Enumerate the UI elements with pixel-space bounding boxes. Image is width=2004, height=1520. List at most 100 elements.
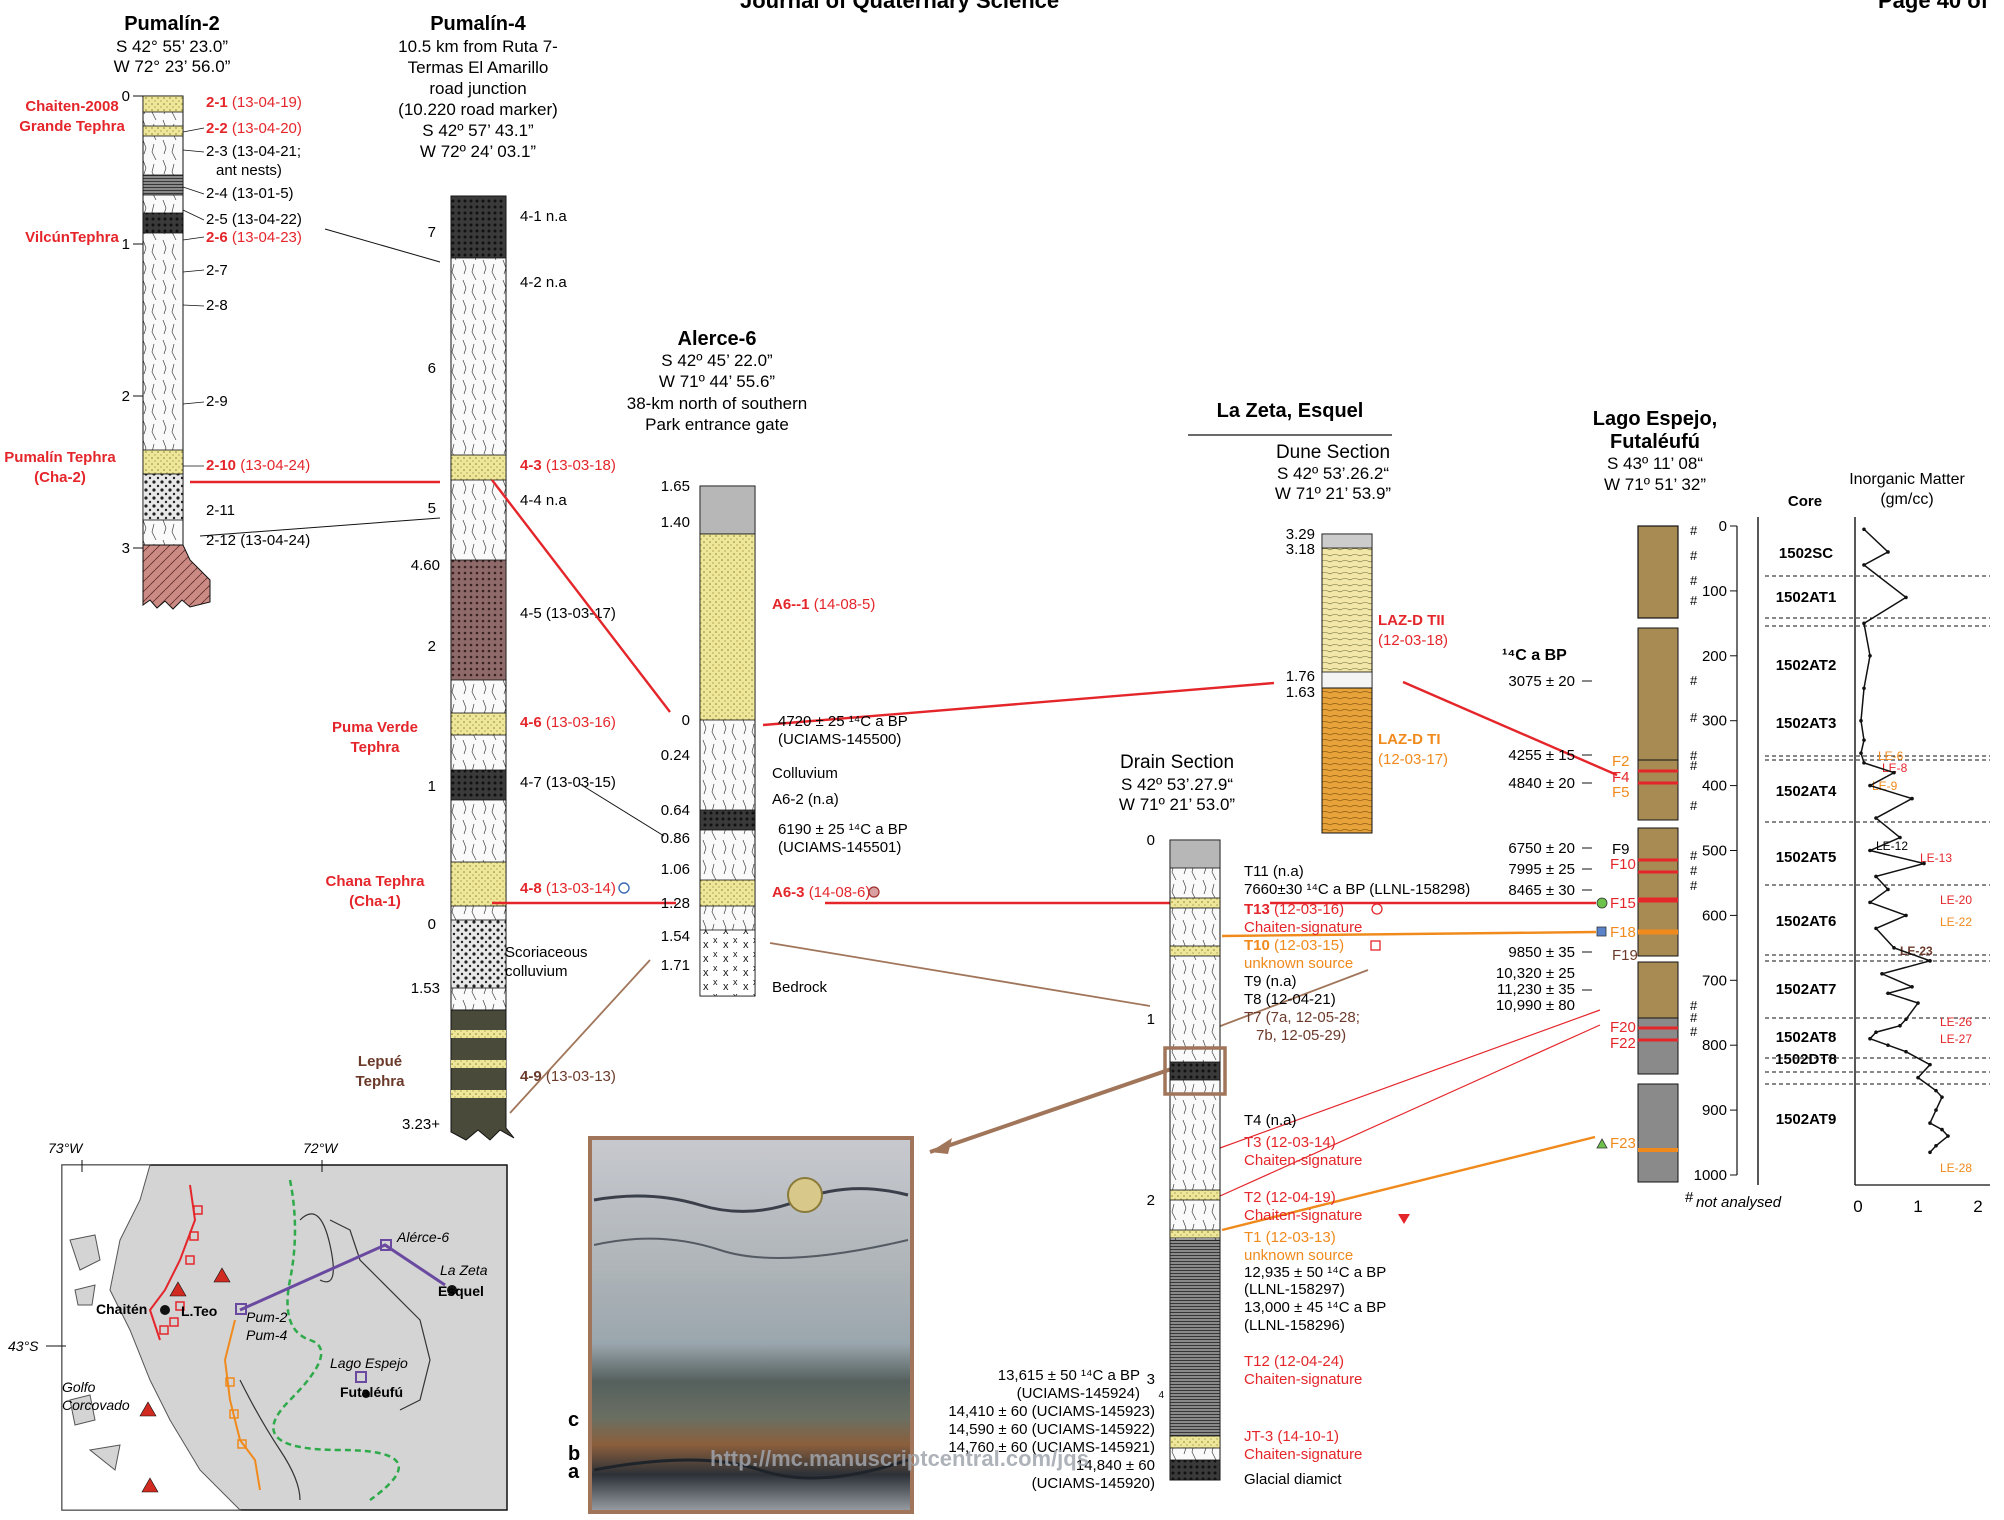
- alerce-depth-086: 0.86: [661, 830, 690, 847]
- inorganic-matter-point: [1910, 797, 1914, 801]
- t2-label: T2 (12-04-19): [1244, 1189, 1336, 1206]
- a6-3-date: (14-08-6): [809, 884, 871, 901]
- sample-2-5: 2-5 (13-04-22): [206, 211, 302, 228]
- drain-section-title: Drain Section: [1120, 752, 1234, 773]
- svg-text:T13 (12-03-16): T13 (12-03-16): [1244, 901, 1344, 918]
- f23-marker-icon: [1597, 1139, 1607, 1148]
- svg-text:2-1 (13-04-19): 2-1 (13-04-19): [206, 94, 302, 111]
- colluvium-label-alerce: Colluvium: [772, 765, 838, 782]
- inorganic-matter-point: [1946, 1134, 1950, 1138]
- sample-2-11: 2-11: [206, 502, 235, 519]
- hash-15: #: [1690, 1024, 1698, 1039]
- pum2-lon: W 72° 23’ 56.0”: [114, 57, 231, 76]
- laz-d-ti-date: (12-03-17): [1378, 751, 1448, 768]
- cha2-label: (Cha-2): [34, 469, 86, 486]
- le-28-label: LE-28: [1940, 1161, 1972, 1175]
- svg-text:A6-3 (14-08-6): A6-3 (14-08-6): [772, 884, 870, 901]
- t1-label: T1 (12-03-13): [1244, 1229, 1336, 1246]
- lago-espejo-section: Lago Espejo, Futaléufú S 43º 11’ 08“ W 7…: [1496, 408, 1990, 1211]
- f22-label: F22: [1610, 1035, 1636, 1052]
- sample-4-6-date: (13-03-16): [546, 714, 616, 731]
- inorganic-matter-point: [1934, 1089, 1938, 1093]
- sample-2-6-date: (13-04-23): [232, 229, 302, 246]
- t3-signature: Chaiten-signature: [1244, 1152, 1362, 1169]
- inorganic-matter-point: [1886, 991, 1890, 995]
- puma-verde-label: Puma Verde: [332, 719, 418, 736]
- laz-d-tii-label: LAZ-D TII: [1378, 612, 1445, 629]
- photo-inset: c b a http://mc.manuscriptcentral.com/jq…: [568, 1138, 1089, 1512]
- pum4-desc-2: Termas El Amarillo: [408, 58, 549, 77]
- alerce-date-2-lab: (UCIAMS-145501): [778, 839, 901, 856]
- core-1502at9: 1502AT9: [1776, 1111, 1837, 1128]
- alerce-title: Alerce-6: [678, 328, 757, 350]
- f18-label: F18: [1610, 924, 1636, 941]
- lago-date-4: 7995 ± 25: [1508, 861, 1575, 878]
- svg-text:2-2 (13-04-20): 2-2 (13-04-20): [206, 120, 302, 137]
- a6-1-label: A6--1: [772, 596, 810, 613]
- pum4-depth-5: 5: [428, 500, 436, 517]
- alerce-depth-0: 0: [682, 712, 690, 729]
- t8-label: T8 (12-04-21): [1244, 991, 1336, 1008]
- pum2-depth-0: 0: [122, 88, 130, 105]
- inorganic-matter-point: [1916, 1076, 1920, 1080]
- pum4-desc-5: S 42º 57’ 43.1”: [422, 121, 534, 140]
- bedrock-label: Bedrock: [772, 979, 828, 996]
- chart-title: Inorganic Matter: [1849, 471, 1965, 488]
- lago-date-7: 10,320 ± 25: [1496, 965, 1575, 982]
- lepue-tephra-word: Tephra: [356, 1073, 406, 1090]
- core-1502at4: 1502AT4: [1776, 783, 1837, 800]
- inorganic-matter-point: [1868, 1037, 1872, 1041]
- not-analysed-label: not analysed: [1696, 1194, 1782, 1211]
- hash-12: #: [1690, 878, 1698, 893]
- colluvium-label: colluvium: [505, 963, 568, 980]
- date-12935: 12,935 ± 50 ¹⁴C a BP: [1244, 1264, 1386, 1281]
- svg-text:4-3 (13-03-18): 4-3 (13-03-18): [520, 457, 616, 474]
- f20-label: F20: [1610, 1019, 1636, 1036]
- inorganic-matter-point: [1874, 875, 1878, 879]
- pumalin-2-section: Pumalín-2 S 42° 55’ 23.0” W 72° 23’ 56.0…: [4, 13, 310, 609]
- t7-samples: 7b, 12-05-29): [1256, 1027, 1346, 1044]
- depth-tick-900: 900: [1702, 1102, 1727, 1119]
- chana-tephra-label: Chana Tephra: [326, 873, 426, 890]
- t12-signature: Chaiten-signature: [1244, 1371, 1362, 1388]
- inorganic-matter-point: [1886, 888, 1890, 892]
- t13-marker-icon: [1372, 904, 1382, 914]
- sample-2-3: 2-3 (13-04-21;: [206, 143, 301, 160]
- pum4-desc-6: W 72º 24’ 03.1”: [420, 142, 536, 161]
- lago-date-1: 4255 ± 15: [1508, 747, 1575, 764]
- le-26-label: LE-26: [1940, 1015, 1972, 1029]
- inorganic-matter-point: [1892, 946, 1896, 950]
- f15-label: F15: [1610, 895, 1636, 912]
- sample-4-4: 4-4 n.a: [520, 492, 567, 509]
- le-22-label: LE-22: [1940, 915, 1972, 929]
- inorganic-matter-point: [1868, 784, 1872, 788]
- t-date-7660: 7660±30 ¹⁴C a BP (LLNL-158298): [1244, 881, 1470, 898]
- inorganic-matter-point: [1862, 622, 1866, 626]
- sample-2-1-date: (13-04-19): [232, 94, 302, 111]
- inorganic-matter-point: [1934, 1108, 1938, 1112]
- date-14410: 14,410 ± 60 (UCIAMS-145923): [948, 1403, 1155, 1420]
- date-13615-lab: (UCIAMS-145924): [1017, 1385, 1140, 1402]
- sample-2-7: 2-7: [206, 262, 228, 279]
- chart-x-tick-1: 1: [1913, 1197, 1922, 1216]
- core-1502at1: 1502AT1: [1776, 589, 1837, 606]
- glacial-diamict-label: Glacial diamict: [1244, 1471, 1342, 1488]
- inorganic-matter-point: [1904, 596, 1908, 600]
- watermark: http://mc.manuscriptcentral.com/jqs: [710, 1446, 1089, 1471]
- pumalin-tephra-label: Pumalín Tephra: [4, 449, 116, 466]
- inorganic-matter-point: [1916, 1001, 1920, 1005]
- pum2-title: Pumalín-2: [124, 13, 220, 35]
- t2-signature: Chaiten-signature: [1244, 1207, 1362, 1224]
- inorganic-matter-point: [1928, 1121, 1932, 1125]
- svg-text:2-6 (13-04-23): 2-6 (13-04-23): [206, 229, 302, 246]
- core-sc: [1638, 526, 1678, 618]
- dune-column-lower: [1322, 688, 1372, 833]
- alerce-depth-154: 1.54: [661, 928, 690, 945]
- dune-lon: W 71º 21’ 53.9”: [1275, 484, 1391, 503]
- inorganic-matter-point: [1862, 761, 1866, 765]
- t11-label: T11 (n.a): [1244, 863, 1304, 880]
- hash-10: #: [1690, 848, 1698, 863]
- pum2-lat: S 42° 55’ 23.0”: [116, 37, 228, 56]
- pum2-depth-2: 2: [122, 388, 130, 405]
